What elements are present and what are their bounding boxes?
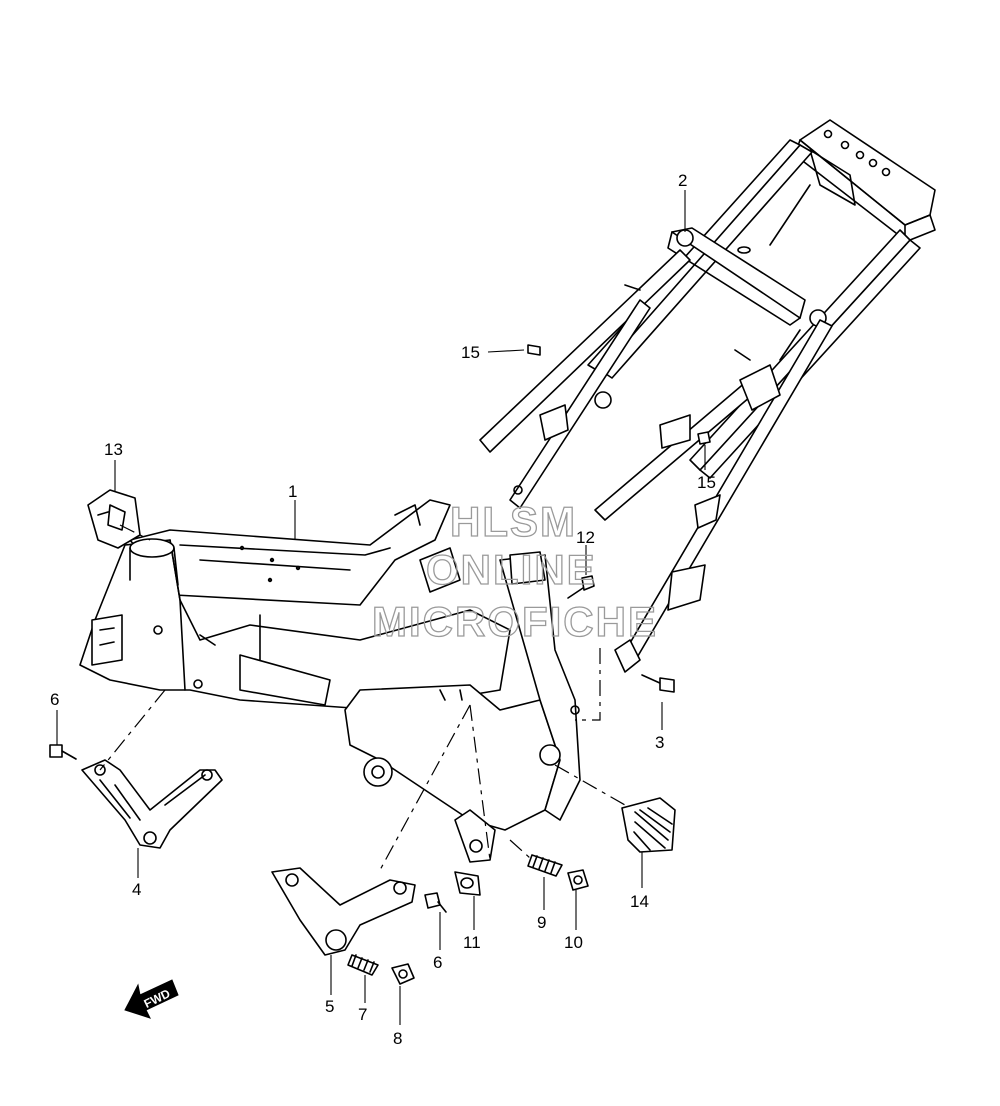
assembly-lines — [99, 524, 626, 871]
part-13-cap[interactable] — [87, 489, 141, 549]
part-12-bolt[interactable] — [567, 575, 595, 599]
part-15-pin-2[interactable] — [697, 431, 711, 445]
watermark-line-2: ONLINE — [426, 546, 597, 593]
callout-9: 9 — [537, 913, 546, 932]
rear-subframe[interactable] — [479, 119, 936, 673]
watermark-line-3: MICROFICHE — [372, 598, 658, 645]
callout-4: 4 — [132, 880, 141, 899]
callout-13: 13 — [104, 440, 123, 459]
callout-11: 11 — [463, 933, 481, 952]
callout-14: 14 — [630, 892, 649, 911]
callout-6-left: 6 — [50, 690, 59, 709]
part-14-cover[interactable] — [621, 797, 676, 853]
callout-15-right: 15 — [697, 473, 716, 492]
part-6-bolt-right[interactable] — [424, 892, 447, 913]
part-3-bolt[interactable] — [641, 674, 675, 693]
part-9-spring[interactable] — [527, 854, 563, 877]
callout-8: 8 — [393, 1029, 402, 1048]
part-5-bracket[interactable] — [271, 867, 416, 956]
watermark: HLSM ONLINE MICROFICHE — [371, 497, 658, 645]
callout-12: 12 — [576, 528, 595, 547]
watermark-line-1: HLSM — [450, 498, 577, 545]
part-6-bolt-left[interactable] — [49, 744, 77, 760]
callout-7: 7 — [358, 1005, 367, 1024]
main-frame[interactable] — [79, 485, 581, 863]
callout-5: 5 — [325, 997, 334, 1016]
callout-1: 1 — [288, 482, 297, 501]
callout-labels: 1 2 3 4 5 6 6 7 8 9 10 11 12 13 14 15 15 — [50, 171, 716, 1048]
part-8-nut[interactable] — [391, 963, 415, 985]
callout-6-right: 6 — [433, 953, 442, 972]
fwd-arrow-icon — [124, 979, 179, 1019]
fwd-arrow: FWD — [124, 979, 179, 1019]
part-7-spring[interactable] — [347, 954, 379, 976]
callout-15-top: 15 — [461, 343, 480, 362]
part-11-collar[interactable] — [454, 871, 481, 896]
callout-3: 3 — [655, 733, 664, 752]
part-15-pin[interactable] — [527, 344, 541, 356]
part-4-bracket[interactable] — [81, 759, 223, 849]
leader-lines — [56, 190, 706, 1025]
callout-2: 2 — [678, 171, 687, 190]
callout-10: 10 — [564, 933, 583, 952]
part-10-nut[interactable] — [567, 869, 589, 891]
